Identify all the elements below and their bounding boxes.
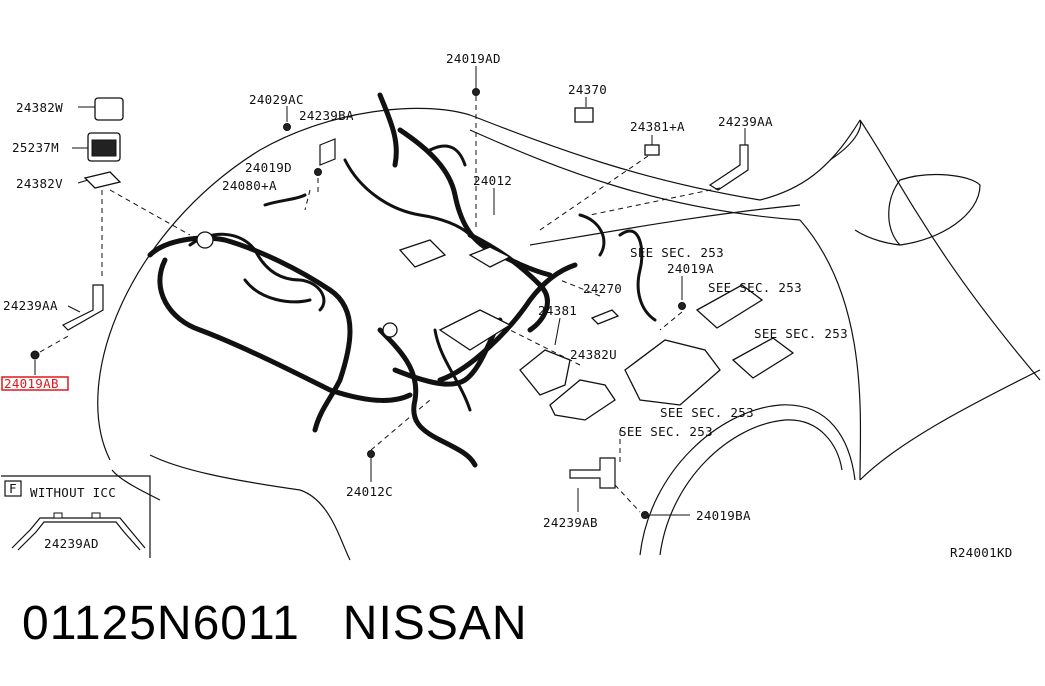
label-24270: 24270 [583, 281, 622, 296]
label-24012C: 24012C [346, 484, 393, 499]
inset-title: WITHOUT ICC [30, 485, 116, 500]
label-24080A: 24080+A [222, 178, 277, 193]
leader-lines [34, 66, 746, 516]
label-see-sec-253-c: SEE SEC. 253 [754, 326, 848, 341]
label-24370: 24370 [568, 82, 607, 97]
label-24382W: 24382W [16, 100, 63, 115]
inset-tag-box [4, 480, 22, 497]
inset-part-label: 24239AD [44, 536, 99, 551]
label-24382U: 24382U [570, 347, 617, 362]
label-24029AC: 24029AC [249, 92, 304, 107]
label-24019D: 24019D [245, 160, 292, 175]
inset-tag: F [9, 481, 17, 496]
inset-without-icc: F WITHOUT ICC 24239AD [1, 475, 151, 558]
label-24382V: 24382V [16, 176, 63, 191]
label-24381A: 24381+A [630, 119, 685, 134]
label-24239AA-left: 24239AA [3, 298, 58, 313]
highlighted-callout-24019AB[interactable]: 24019AB [1, 376, 69, 391]
label-24019A: 24019A [667, 261, 714, 276]
label-24239AB: 24239AB [543, 515, 598, 530]
label-see-sec-253-b: SEE SEC. 253 [708, 280, 802, 295]
label-see-sec-253-a: SEE SEC. 253 [630, 245, 724, 260]
wiring-harness-diagram: 24382W 25237M 24382V 24239AA 24029AC 242… [1, 51, 1041, 561]
label-24019AB: 24019AB [4, 376, 59, 391]
harness-bundles [147, 92, 657, 468]
label-see-sec-253-e: SEE SEC. 253 [619, 424, 713, 439]
highlight-box [1, 376, 69, 391]
label-24381: 24381 [538, 303, 577, 318]
label-24019BA: 24019BA [696, 508, 751, 523]
label-25237M: 25237M [12, 140, 59, 155]
label-24239AA-right: 24239AA [718, 114, 773, 129]
inset-bracket [11, 517, 146, 549]
label-see-sec-253-d: SEE SEC. 253 [660, 405, 754, 420]
drawing-reference: R24001KD [950, 545, 1013, 560]
callout-labels: 24382W 25237M 24382V 24239AA 24029AC 242… [3, 51, 1013, 560]
body-outline [97, 107, 1041, 561]
label-24012: 24012 [473, 173, 512, 188]
label-24239BA: 24239BA [299, 108, 354, 123]
part-number-caption: 01125N6011 NISSAN [22, 597, 528, 650]
label-24019AD: 24019AD [446, 51, 501, 66]
parts [30, 88, 795, 519]
